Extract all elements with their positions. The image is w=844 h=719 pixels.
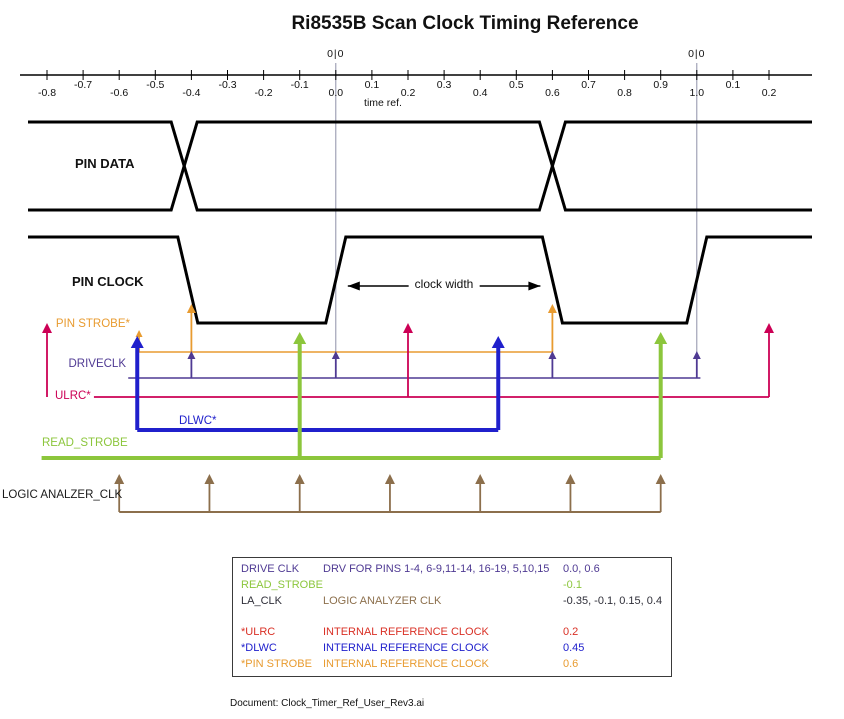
- legend-description: DRV FOR PINS 1-4, 6-9,11-14, 16-19, 5,10…: [323, 563, 550, 575]
- signal-label-read_strobe: READ_STROBE: [42, 437, 128, 449]
- legend-row: READ_STROBE -0.1: [233, 579, 671, 595]
- axis-tick-label: 0.1: [365, 79, 380, 91]
- legend-row: DRIVE CLK DRV FOR PINS 1-4, 6-9,11-14, 16…: [233, 563, 671, 579]
- legend-spacer: [233, 611, 671, 626]
- legend-row: *PIN STROBE INTERNAL REFERENCE CLOCK 0.6: [233, 658, 671, 674]
- legend-signal-name: *ULRC: [241, 626, 276, 638]
- axis-tick-label: -0.6: [110, 87, 128, 99]
- axis-tick-label: 0.9: [653, 79, 668, 91]
- legend-row: *ULRC INTERNAL REFERENCE CLOCK 0.2: [233, 626, 671, 642]
- axis-tick-label: -0.3: [218, 79, 236, 91]
- signal-read_strobe: [41, 332, 668, 460]
- legend-row: *DLWC INTERNAL REFERENCE CLOCK 0.45: [233, 642, 671, 658]
- signal-label-dlwc: DLWC*: [179, 415, 217, 427]
- axis-tick-label: -0.5: [146, 79, 164, 91]
- signal-label-driveclk: DRIVECLK: [68, 358, 126, 370]
- cycle-marker-label: 0|0: [688, 48, 706, 60]
- legend-time-values: 0.2: [563, 626, 579, 638]
- pin-clock-label: PIN CLOCK: [72, 274, 144, 289]
- legend-time-values: 0.6: [563, 658, 579, 670]
- legend-signal-name: *DLWC: [241, 642, 277, 654]
- axis-tick-label: 0.6: [545, 87, 560, 99]
- axis-tick-label: 0.1: [726, 79, 741, 91]
- pin-clock-waveform: [28, 235, 812, 325]
- legend-description: INTERNAL REFERENCE CLOCK: [323, 658, 489, 670]
- signal-la_clk: [114, 474, 666, 513]
- legend-time-values: -0.35, -0.1, 0.15, 0.4: [563, 595, 663, 607]
- legend-time-values: -0.1: [563, 579, 582, 591]
- legend-signal-name: LA_CLK: [241, 595, 282, 607]
- legend-description: LOGIC ANALYZER CLK: [323, 595, 442, 607]
- axis-tick-label: -0.7: [74, 79, 92, 91]
- time-ref-label: time ref.: [364, 97, 402, 109]
- signal-dlwc: [130, 336, 505, 432]
- axis-tick-label: 0.2: [762, 87, 777, 99]
- axis-tick-label: 0.8: [617, 87, 632, 99]
- axis-tick-label: 0.2: [401, 87, 416, 99]
- legend-row: LA_CLK LOGIC ANALYZER CLK -0.35, -0.1, 0.1…: [233, 595, 671, 611]
- pin-data-label: PIN DATA: [75, 156, 135, 171]
- axis-tick-label: -0.2: [255, 87, 273, 99]
- legend-time-values: 0.45: [563, 642, 585, 654]
- legend-signal-name: *PIN STROBE: [241, 658, 312, 670]
- clock-width-label: clock width: [408, 277, 480, 291]
- signal-ulrc: [42, 323, 774, 398]
- axis-tick-label: -0.1: [291, 79, 309, 91]
- signal-label-ulrc: ULRC*: [55, 390, 91, 402]
- legend-time-values: 0.0, 0.6: [563, 563, 600, 575]
- signal-label-la_clk: LOGIC ANALZER_CLK: [2, 489, 123, 501]
- axis-tick-label: 0.0: [328, 87, 343, 99]
- legend-table: DRIVE CLK DRV FOR PINS 1-4, 6-9,11-14, 16…: [232, 557, 672, 677]
- axis-tick-label: 0.4: [473, 87, 488, 99]
- legend-description: INTERNAL REFERENCE CLOCK: [323, 642, 489, 654]
- legend-signal-name: DRIVE CLK: [241, 563, 300, 575]
- document-label: Document: Clock_Timer_Ref_User_Rev3.ai: [230, 698, 425, 709]
- time-axis: -0.8 -0.7 -0.6 -0.5 -0.4 -0.3 -0.2 -0.1 0.0 0.1 0.…: [20, 70, 812, 99]
- legend-signal-name: READ_STROBE: [241, 579, 323, 591]
- axis-tick-label: 0.7: [581, 79, 596, 91]
- axis-tick-label: -0.8: [38, 87, 56, 99]
- axis-tick-label: -0.4: [182, 87, 200, 99]
- axis-tick-label: 0.5: [509, 79, 524, 91]
- legend-description: INTERNAL REFERENCE CLOCK: [323, 626, 489, 638]
- signal-driveclk: [128, 351, 701, 379]
- page-title: Ri8535B Scan Clock Timing Reference: [291, 13, 639, 34]
- cycle-reference-lines: [335, 63, 698, 378]
- axis-tick-label: 1.0: [689, 87, 704, 99]
- signal-label-pin_strobe: PIN STROBE*: [55, 318, 130, 330]
- axis-tick-label: 0.3: [437, 79, 452, 91]
- cycle-marker-label: 0|0: [327, 48, 345, 60]
- pin-data-waveform: [28, 120, 812, 212]
